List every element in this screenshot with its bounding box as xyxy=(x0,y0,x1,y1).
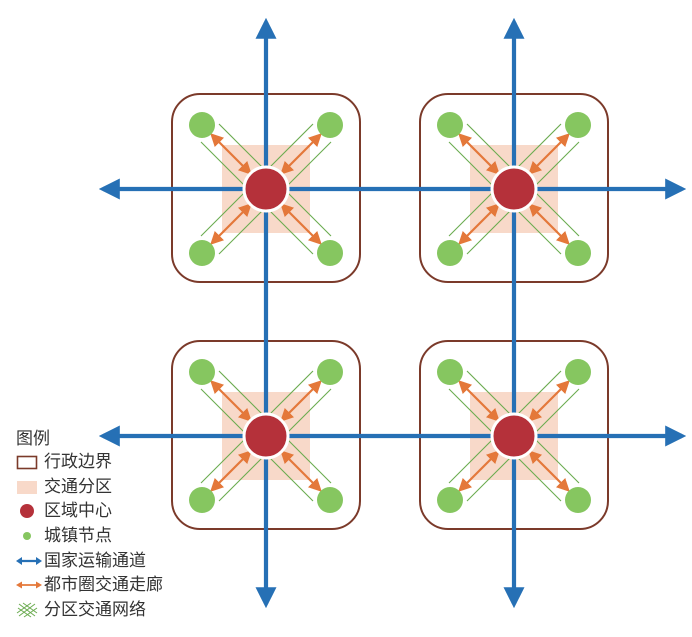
legend-label: 都市圈交通走廊 xyxy=(44,575,163,596)
metro-corridor xyxy=(280,203,322,245)
town-node xyxy=(189,359,215,385)
regional-center xyxy=(490,165,538,213)
legend-label: 交通分区 xyxy=(44,476,112,497)
town-node xyxy=(437,240,463,266)
metro-corridor xyxy=(528,203,570,245)
town-node xyxy=(317,112,343,138)
legend-item-national-network: 国家运输通道 xyxy=(16,548,206,573)
town-node xyxy=(189,487,215,513)
metro-corridor xyxy=(458,380,500,422)
legend-label: 分区交通网络 xyxy=(44,599,146,620)
town-node xyxy=(189,240,215,266)
metro-corridor xyxy=(528,133,570,175)
metro-corridor xyxy=(458,450,500,492)
node-dot-icon xyxy=(16,526,44,546)
legend-label: 行政边界 xyxy=(44,452,112,473)
town-node xyxy=(317,359,343,385)
town-node xyxy=(565,359,591,385)
double-arrow-orange-icon xyxy=(16,575,44,595)
town-node xyxy=(317,487,343,513)
metro-corridor xyxy=(528,450,570,492)
legend-item-transport-zone: 交通分区 xyxy=(16,475,206,500)
metro-corridor xyxy=(280,133,322,175)
legend-item-zone-network: 分区交通网络 xyxy=(16,598,206,623)
legend-item-regional-center: 区域中心 xyxy=(16,499,206,524)
legend-item-town-node: 城镇节点 xyxy=(16,524,206,549)
center-dot-icon xyxy=(16,501,44,521)
legend-label: 国家运输通道 xyxy=(44,550,146,571)
metro-corridor xyxy=(280,380,322,422)
town-node xyxy=(437,112,463,138)
town-node xyxy=(437,487,463,513)
town-node xyxy=(437,359,463,385)
centers-layer xyxy=(242,165,538,460)
town-node xyxy=(189,112,215,138)
double-arrow-blue-icon xyxy=(16,551,44,571)
town-node xyxy=(565,112,591,138)
regional-center xyxy=(490,412,538,460)
zone-swatch-icon xyxy=(16,477,44,497)
legend: 图例 行政边界 交通分区 区域中心 城镇节点 国家运输通道 xyxy=(16,428,206,622)
metro-corridor xyxy=(458,203,500,245)
legend-label: 城镇节点 xyxy=(44,526,112,547)
metro-corridor xyxy=(210,450,252,492)
town-node xyxy=(565,487,591,513)
legend-title: 图例 xyxy=(16,429,50,449)
regional-center xyxy=(242,412,290,460)
crosshatch-icon xyxy=(16,600,44,620)
boundary-swatch-icon xyxy=(16,452,44,472)
metro-corridor xyxy=(210,380,252,422)
metro-corridor xyxy=(528,380,570,422)
legend-item-metro-corridor: 都市圈交通走廊 xyxy=(16,573,206,598)
metro-corridor xyxy=(280,450,322,492)
metro-corridor xyxy=(210,133,252,175)
national-corridors xyxy=(98,17,687,609)
legend-label: 区域中心 xyxy=(44,501,112,522)
town-node xyxy=(317,240,343,266)
metro-corridor xyxy=(210,203,252,245)
zones-layer xyxy=(171,93,609,530)
legend-item-admin-boundary: 行政边界 xyxy=(16,450,206,475)
town-node xyxy=(565,240,591,266)
metro-corridor xyxy=(458,133,500,175)
regional-center xyxy=(242,165,290,213)
